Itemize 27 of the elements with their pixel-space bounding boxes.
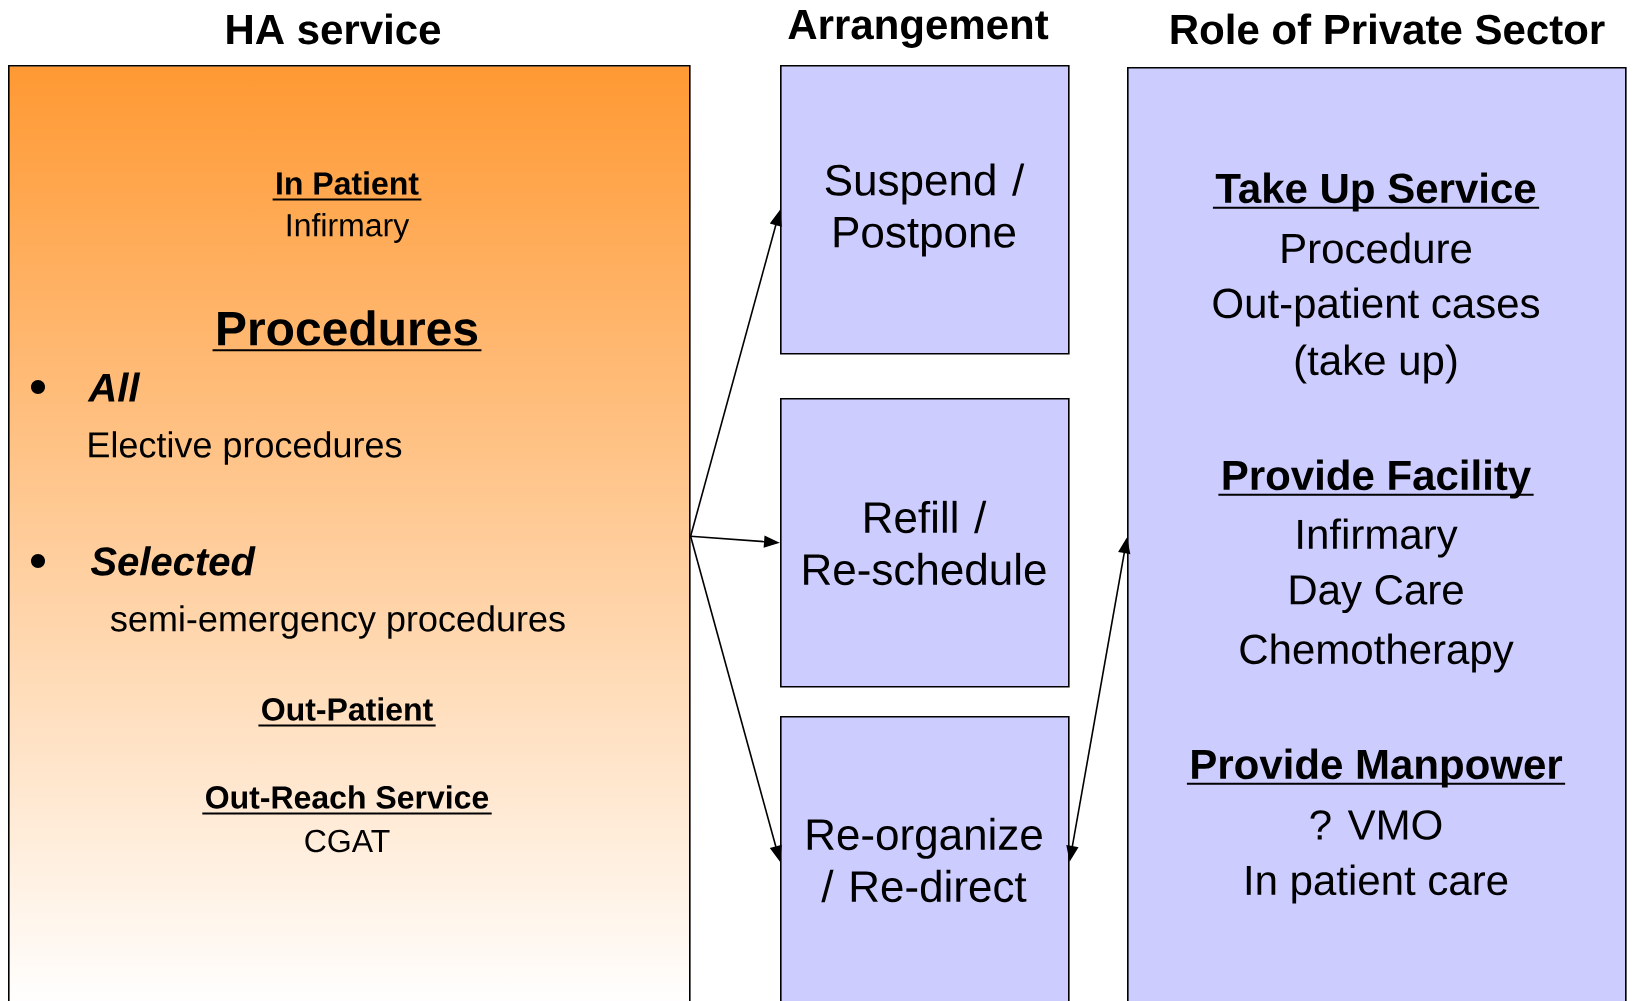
column-heading: HA service xyxy=(227,13,441,45)
box-text: Refill / Re-schedule xyxy=(804,500,1046,586)
section-heading: Procedures xyxy=(211,310,483,352)
item-text: Procedure xyxy=(1282,232,1471,264)
item-text: ? VMO xyxy=(1310,810,1442,840)
column-heading: Arrangement xyxy=(788,10,1049,48)
item-text: In patient care xyxy=(1246,864,1508,904)
section-heading: In Patient xyxy=(271,171,423,201)
item-text: Day Care xyxy=(1290,574,1463,613)
section-heading: Provide Facility xyxy=(1217,459,1535,499)
box-text: Suspend / Postpone xyxy=(825,163,1025,257)
item-text: Chemotherapy xyxy=(1240,633,1514,673)
section-heading: Provide Manpower xyxy=(1185,748,1567,788)
item-text: Infirmary xyxy=(287,213,410,243)
item-text: (take up) xyxy=(1295,344,1457,384)
section-heading: Take Up Service xyxy=(1211,172,1541,212)
column-heading: Role of Private Sector xyxy=(1171,13,1605,45)
section-heading: Out-Patient xyxy=(257,697,437,727)
item-text: Elective procedures xyxy=(89,431,402,465)
bullet-heading: Selected xyxy=(90,546,256,576)
item-text: CGAT xyxy=(305,829,390,853)
item-text: semi-emergency procedures xyxy=(110,605,565,639)
item-text: Infirmary xyxy=(1298,518,1458,558)
bullet-heading: All xyxy=(87,372,141,402)
section-heading: Out-Reach Service xyxy=(201,785,493,815)
item-text: Out-patient cases xyxy=(1213,287,1540,327)
box-text: Re-organize / Re-direct xyxy=(807,817,1042,903)
